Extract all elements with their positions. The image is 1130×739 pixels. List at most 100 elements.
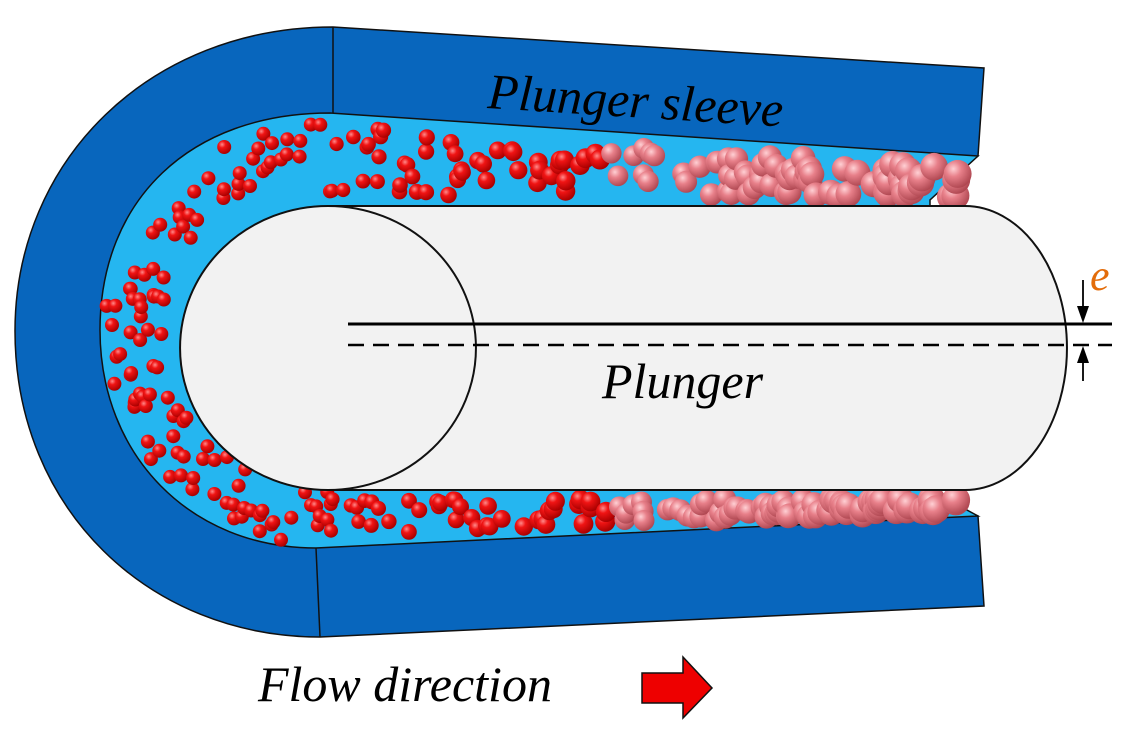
- particle: [201, 171, 216, 186]
- particle: [133, 333, 148, 347]
- particle: [417, 184, 435, 201]
- particle: [123, 325, 138, 340]
- particles: [99, 117, 972, 547]
- particle: [392, 177, 408, 193]
- particle: [361, 136, 376, 152]
- particle: [643, 144, 666, 167]
- particle: [369, 174, 385, 190]
- particle: [107, 376, 122, 391]
- plunger-end-arc: [327, 205, 477, 491]
- particle: [509, 161, 528, 180]
- particle: [293, 133, 308, 148]
- particle: [166, 429, 181, 444]
- particle: [320, 512, 335, 527]
- particle: [274, 532, 288, 547]
- particle: [835, 181, 862, 207]
- particle: [375, 122, 392, 138]
- particle: [942, 485, 971, 514]
- particle: [453, 163, 471, 181]
- particle: [363, 517, 379, 533]
- particle: [140, 322, 155, 337]
- particle: [381, 513, 397, 530]
- particle: [477, 171, 496, 190]
- particle: [313, 117, 328, 132]
- particle: [183, 230, 198, 245]
- particle: [265, 136, 279, 151]
- particle: [292, 149, 307, 164]
- particle: [607, 165, 629, 187]
- right-arrow-icon: [641, 655, 714, 720]
- particle: [280, 132, 295, 147]
- particle: [231, 478, 246, 493]
- particle: [156, 270, 171, 285]
- particle: [580, 491, 601, 512]
- particle: [152, 443, 167, 458]
- particle: [346, 129, 361, 145]
- particle: [799, 161, 825, 187]
- flow-direction-label: Flow direction: [257, 656, 552, 712]
- particle: [401, 492, 417, 509]
- particle: [336, 182, 351, 198]
- particle: [452, 498, 469, 516]
- particle: [185, 482, 200, 497]
- particle: [440, 186, 457, 204]
- particle: [142, 387, 157, 402]
- sleeve-seam-bottom: [315, 547, 321, 638]
- particle: [176, 449, 191, 464]
- particle: [545, 491, 565, 511]
- particle: [251, 141, 266, 156]
- particle: [637, 170, 659, 192]
- particle: [699, 183, 723, 206]
- particle: [207, 487, 222, 501]
- particle: [179, 410, 194, 425]
- particle: [418, 143, 435, 160]
- particle: [196, 452, 210, 466]
- particle: [252, 524, 267, 539]
- particle: [688, 155, 711, 178]
- particle: [920, 152, 948, 181]
- particle: [488, 141, 507, 160]
- particle: [266, 515, 281, 530]
- particle: [675, 170, 698, 193]
- particle: [447, 511, 465, 529]
- particle: [404, 168, 421, 185]
- particle: [231, 176, 246, 191]
- particle: [255, 503, 270, 518]
- particle: [226, 497, 241, 512]
- particle: [138, 399, 153, 413]
- particle: [217, 140, 232, 154]
- particle: [256, 126, 271, 141]
- particle: [187, 184, 202, 199]
- particle: [105, 318, 119, 332]
- eccentricity-dimension: [1077, 280, 1089, 381]
- particle: [324, 183, 339, 198]
- particle: [371, 500, 386, 516]
- particle: [146, 261, 161, 276]
- particle: [418, 129, 435, 146]
- particle: [160, 390, 175, 405]
- particle: [504, 142, 523, 162]
- particle: [514, 517, 533, 536]
- particle: [279, 147, 294, 162]
- particle: [153, 217, 168, 232]
- particle: [190, 212, 205, 227]
- particle: [156, 292, 171, 307]
- particle: [474, 155, 492, 173]
- particle: [324, 523, 338, 538]
- particle: [351, 514, 366, 529]
- particle: [176, 219, 191, 234]
- particle: [163, 469, 178, 484]
- particle: [355, 173, 371, 189]
- particle: [556, 171, 576, 191]
- particle: [329, 136, 344, 152]
- particle: [401, 524, 417, 540]
- particle: [140, 434, 155, 449]
- particle: [573, 513, 594, 534]
- particle: [124, 366, 139, 380]
- particle: [432, 494, 449, 512]
- particle: [411, 502, 428, 519]
- particle: [325, 492, 340, 507]
- particle: [446, 145, 464, 163]
- particle: [492, 510, 511, 528]
